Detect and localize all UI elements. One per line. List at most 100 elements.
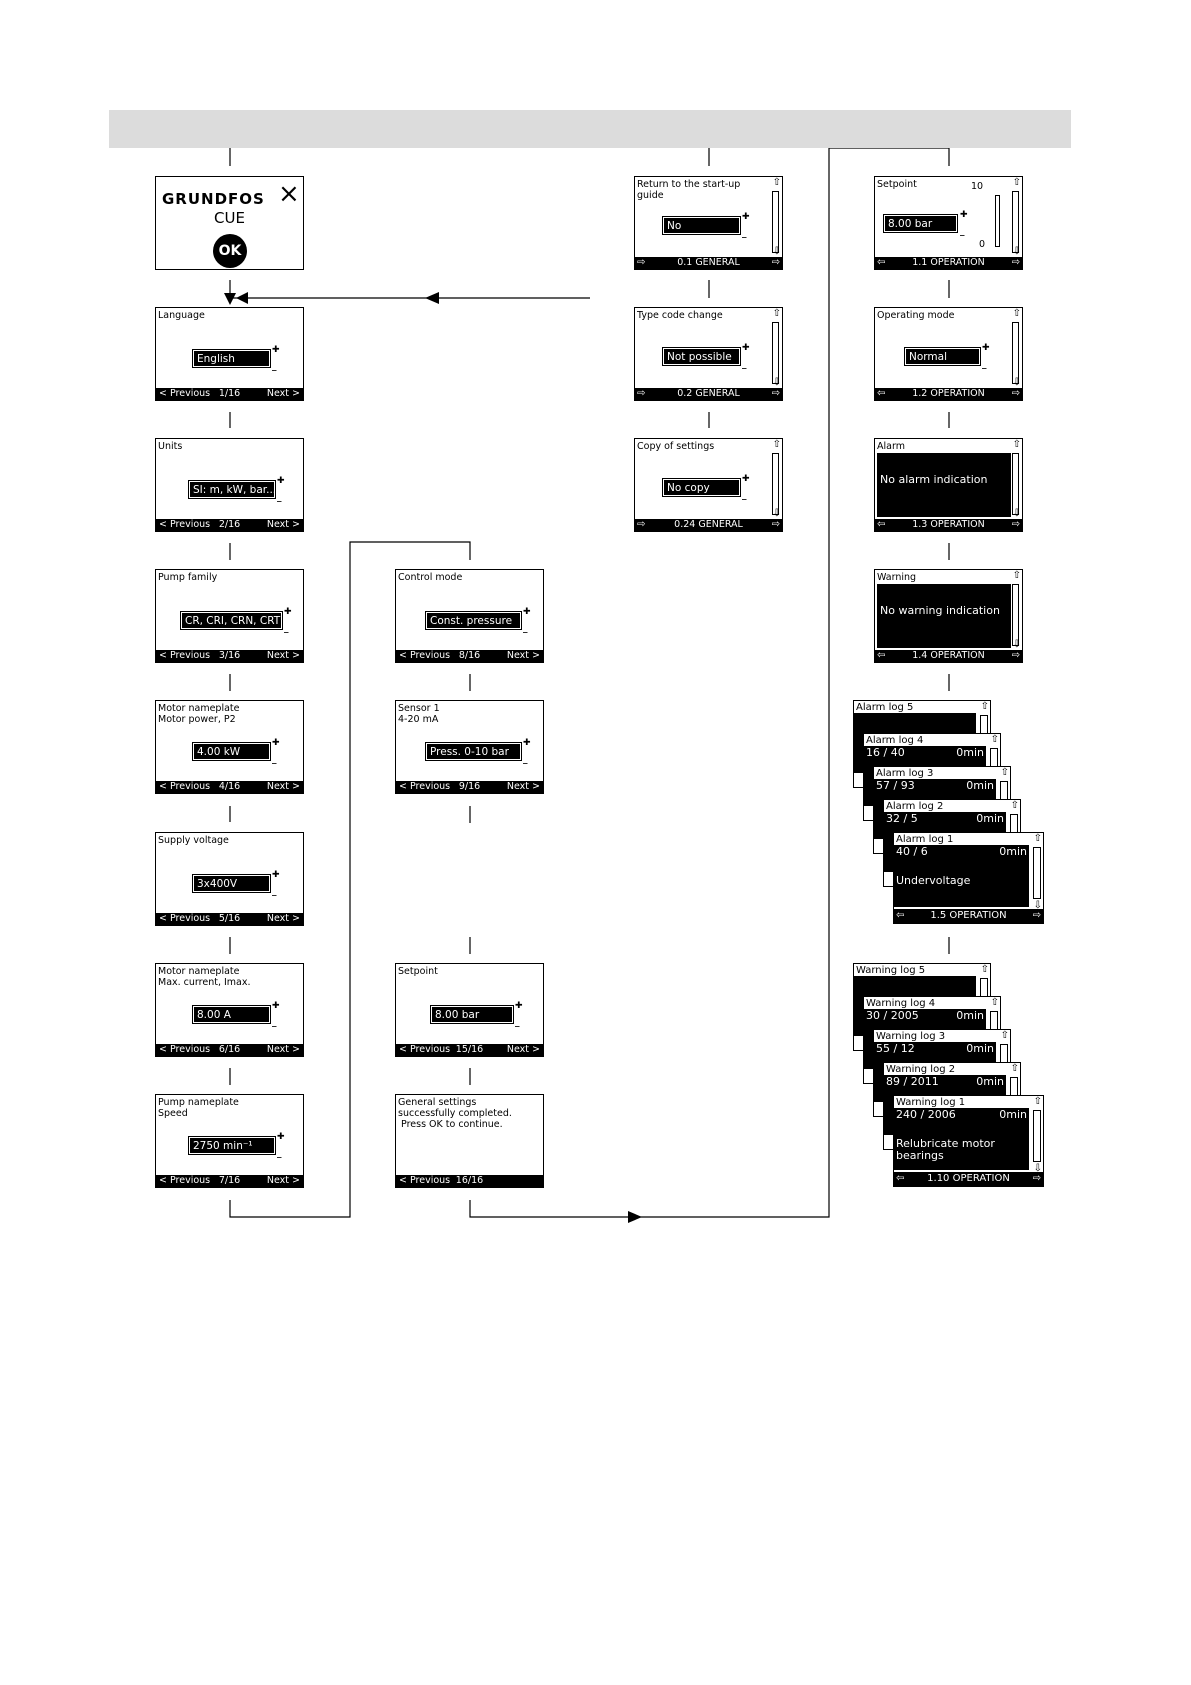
- previous-button[interactable]: < Previous: [159, 650, 211, 661]
- arrow-up-icon[interactable]: ⇧: [980, 701, 989, 712]
- plus-icon[interactable]: ✚: [742, 474, 750, 484]
- next-button[interactable]: Next >: [266, 519, 300, 530]
- scrollbar[interactable]: [772, 191, 779, 253]
- value-field[interactable]: 8.00 bar: [430, 1005, 514, 1024]
- arrow-left-icon[interactable]: ⇦: [896, 910, 905, 921]
- arrow-up-icon[interactable]: ⇧: [1012, 570, 1021, 581]
- value-field[interactable]: 2750 min⁻¹: [188, 1136, 276, 1155]
- arrow-up-icon[interactable]: ⇧: [1000, 1030, 1009, 1041]
- arrow-right-icon[interactable]: ⇨: [771, 388, 780, 399]
- plus-icon[interactable]: ✚: [523, 738, 531, 748]
- plus-icon[interactable]: ✚: [277, 1132, 285, 1142]
- arrow-up-icon[interactable]: ⇧: [1010, 1063, 1019, 1074]
- arrow-left-icon[interactable]: ⇦: [877, 388, 886, 399]
- arrow-right-icon[interactable]: ⇨: [637, 257, 646, 268]
- arrow-right-icon[interactable]: ⇨: [1011, 257, 1020, 268]
- plus-icon[interactable]: ✚: [960, 210, 968, 220]
- arrow-down-icon[interactable]: ⇩: [772, 377, 781, 388]
- minus-icon[interactable]: _: [523, 624, 528, 634]
- minus-icon[interactable]: _: [272, 1018, 277, 1028]
- arrow-up-icon[interactable]: ⇧: [1033, 833, 1042, 844]
- value-field[interactable]: CR, CRI, CRN, CRT: [180, 611, 283, 630]
- minus-icon[interactable]: _: [277, 1149, 282, 1159]
- arrow-up-icon[interactable]: ⇧: [990, 997, 999, 1008]
- arrow-up-icon[interactable]: ⇧: [1012, 308, 1021, 319]
- minus-icon[interactable]: _: [272, 887, 277, 897]
- value-field[interactable]: 8.00 A: [192, 1005, 271, 1024]
- value-field[interactable]: Not possible: [662, 347, 741, 366]
- plus-icon[interactable]: ✚: [742, 343, 750, 353]
- plus-icon[interactable]: ✚: [742, 212, 750, 222]
- minus-icon[interactable]: _: [960, 227, 965, 237]
- next-button[interactable]: Next >: [266, 913, 300, 924]
- previous-button[interactable]: < Previous: [399, 650, 451, 661]
- minus-icon[interactable]: _: [523, 755, 528, 765]
- arrow-left-icon[interactable]: ⇦: [877, 257, 886, 268]
- arrow-left-icon[interactable]: ⇦: [877, 519, 886, 530]
- previous-button[interactable]: < Previous: [399, 1175, 451, 1186]
- value-field[interactable]: Normal: [904, 347, 981, 366]
- arrow-up-icon[interactable]: ⇧: [772, 177, 781, 188]
- scrollbar[interactable]: [1012, 191, 1019, 253]
- arrow-down-icon[interactable]: ⇩: [1012, 377, 1021, 388]
- previous-button[interactable]: < Previous: [159, 913, 211, 924]
- arrow-right-icon[interactable]: ⇨: [1011, 650, 1020, 661]
- arrow-up-icon[interactable]: ⇧: [1000, 767, 1009, 778]
- minus-icon[interactable]: _: [515, 1018, 520, 1028]
- value-field[interactable]: Press. 0-10 bar: [425, 742, 522, 761]
- arrow-down-icon[interactable]: ⇩: [772, 508, 781, 519]
- next-button[interactable]: Next >: [506, 650, 540, 661]
- plus-icon[interactable]: ✚: [515, 1001, 523, 1011]
- next-button[interactable]: Next >: [266, 1044, 300, 1055]
- next-button[interactable]: Next >: [506, 1044, 540, 1055]
- plus-icon[interactable]: ✚: [277, 476, 285, 486]
- previous-button[interactable]: < Previous: [399, 1044, 451, 1055]
- arrow-right-icon[interactable]: ⇨: [637, 519, 646, 530]
- next-button[interactable]: Next >: [266, 1175, 300, 1186]
- arrow-up-icon[interactable]: ⇧: [1033, 1096, 1042, 1107]
- scrollbar[interactable]: [1033, 1110, 1041, 1162]
- minus-icon[interactable]: _: [272, 362, 277, 372]
- arrow-left-icon[interactable]: ⇦: [896, 1173, 905, 1184]
- previous-button[interactable]: < Previous: [159, 781, 211, 792]
- value-field[interactable]: 8.00 bar: [883, 214, 958, 233]
- arrow-down-icon[interactable]: ⇩: [1012, 508, 1021, 519]
- scrollbar[interactable]: [1033, 847, 1041, 899]
- next-button[interactable]: Next >: [266, 781, 300, 792]
- minus-icon[interactable]: _: [277, 493, 282, 503]
- plus-icon[interactable]: ✚: [272, 870, 280, 880]
- arrow-up-icon[interactable]: ⇧: [1010, 800, 1019, 811]
- minus-icon[interactable]: _: [742, 360, 747, 370]
- arrow-down-icon[interactable]: ⇩: [1033, 1163, 1042, 1174]
- arrow-right-icon[interactable]: ⇨: [1032, 910, 1041, 921]
- arrow-up-icon[interactable]: ⇧: [772, 308, 781, 319]
- value-field[interactable]: English: [192, 349, 271, 368]
- minus-icon[interactable]: _: [284, 624, 289, 634]
- arrow-left-icon[interactable]: ⇦: [877, 650, 886, 661]
- previous-button[interactable]: < Previous: [159, 519, 211, 530]
- arrow-down-icon[interactable]: ⇩: [1012, 246, 1021, 257]
- arrow-right-icon[interactable]: ⇨: [771, 257, 780, 268]
- minus-icon[interactable]: _: [272, 755, 277, 765]
- previous-button[interactable]: < Previous: [159, 1044, 211, 1055]
- previous-button[interactable]: < Previous: [159, 388, 211, 399]
- arrow-down-icon[interactable]: ⇩: [1033, 900, 1042, 911]
- previous-button[interactable]: < Previous: [159, 1175, 211, 1186]
- plus-icon[interactable]: ✚: [284, 607, 292, 617]
- arrow-right-icon[interactable]: ⇨: [1011, 388, 1020, 399]
- minus-icon[interactable]: _: [742, 491, 747, 501]
- minus-icon[interactable]: _: [982, 360, 987, 370]
- next-button[interactable]: Next >: [506, 781, 540, 792]
- scrollbar[interactable]: [1012, 453, 1019, 515]
- value-field[interactable]: 4.00 kW: [192, 742, 271, 761]
- scrollbar[interactable]: [772, 453, 779, 515]
- arrow-up-icon[interactable]: ⇧: [1012, 439, 1021, 450]
- value-field[interactable]: 3x400V: [192, 874, 271, 893]
- value-field[interactable]: Const. pressure: [425, 611, 522, 630]
- minus-icon[interactable]: _: [742, 229, 747, 239]
- plus-icon[interactable]: ✚: [272, 738, 280, 748]
- scrollbar[interactable]: [772, 322, 779, 384]
- ok-button[interactable]: OK: [213, 234, 247, 268]
- arrow-up-icon[interactable]: ⇧: [990, 734, 999, 745]
- arrow-right-icon[interactable]: ⇨: [1011, 519, 1020, 530]
